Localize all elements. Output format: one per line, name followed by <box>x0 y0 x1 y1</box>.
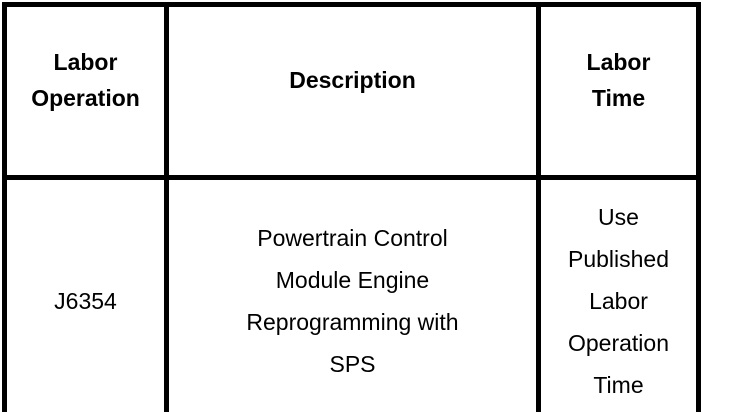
cell-labor-operation: J6354 <box>2 175 169 412</box>
header-label-labor-operation: Labor Operation <box>31 49 140 111</box>
header-label-labor-time: Labor Time <box>586 49 651 111</box>
header-cell-labor-time: Labor Time <box>536 2 701 180</box>
description-text: Powertrain Control Module Engine Reprogr… <box>246 225 459 377</box>
labor-time-text: Use Published Labor Operation Time <box>567 204 670 398</box>
table-header-row: Labor Operation Description Labor Time <box>2 2 701 180</box>
header-label-description: Description <box>289 67 416 93</box>
cell-description: Powertrain Control Module Engine Reprogr… <box>164 175 541 412</box>
labor-operation-table: Labor Operation Description Labor Time J… <box>2 2 701 412</box>
header-cell-description: Description <box>164 2 541 180</box>
header-cell-labor-operation: Labor Operation <box>2 2 169 180</box>
labor-operation-code: J6354 <box>54 288 117 314</box>
cell-labor-time: Use Published Labor Operation Time <box>536 175 701 412</box>
table-data-row: J6354 Powertrain Control Module Engine R… <box>2 175 701 412</box>
